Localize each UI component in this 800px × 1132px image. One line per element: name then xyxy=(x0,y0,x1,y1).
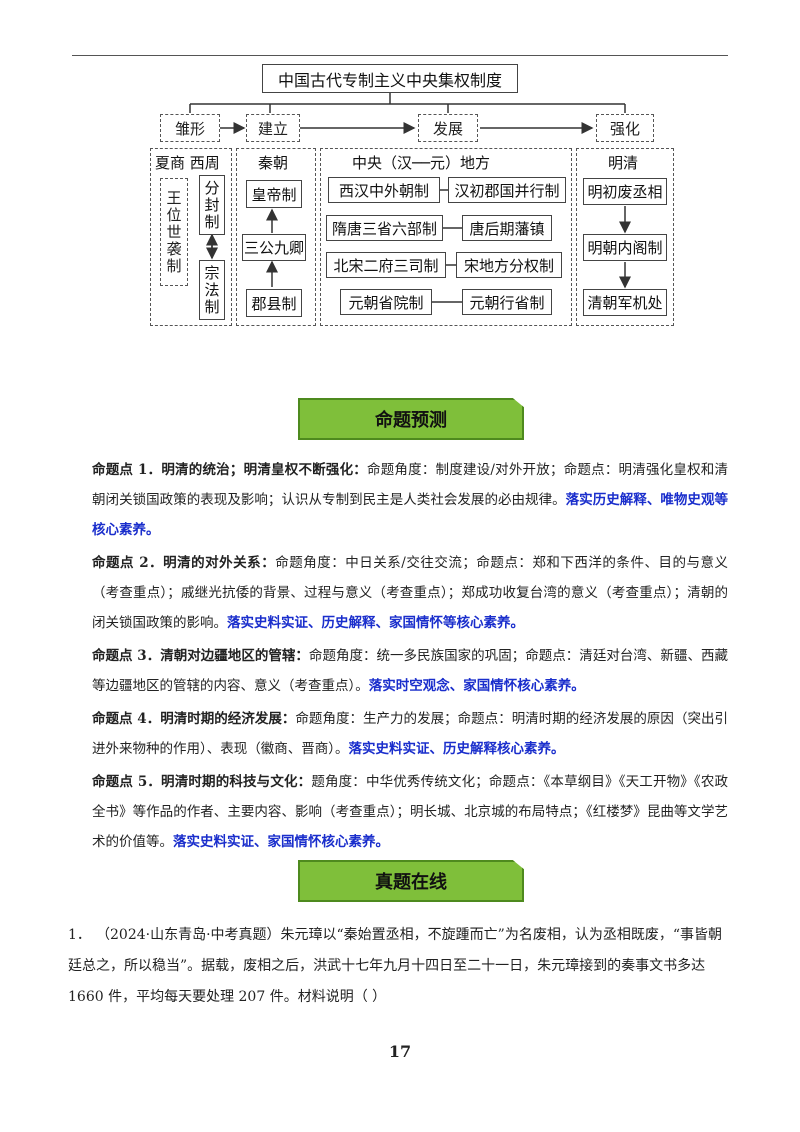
song-local-power-box: 宋地方分权制 xyxy=(456,252,562,278)
grand-council-box: 清朝军机处 xyxy=(583,289,667,316)
diagram-title: 中国古代专制主义中央集权制度 xyxy=(262,64,518,93)
point-3-head: 命题点 3．清朝对边疆地区的管辖： xyxy=(92,648,309,664)
column-xia-shang-zhou xyxy=(150,148,232,326)
page-number: 17 xyxy=(388,1042,412,1061)
banner-real-exam: 真题在线 xyxy=(298,860,524,902)
diagram-connectors xyxy=(189,93,631,303)
question-1: 1．（2024·山东青岛·中考真题）朱元璋以“秦始置丞相，不旋踵而亡”为名废相，… xyxy=(68,920,728,1013)
point-5-competency: 落实史料实证、家国情怀核心素养。 xyxy=(173,834,389,850)
point-3-body: 命题角度：统一多民族国家的巩固；命题点：清廷对台湾、新疆、西藏等边疆地区的管辖的… xyxy=(92,648,728,694)
stage-strengthened: 强化 xyxy=(596,114,654,142)
commandery-box: 郡县制 xyxy=(246,289,302,317)
point-4-body: 命题角度：生产力的发展；命题点：明清时期的经济发展的原因（突出引进外来物种的作用… xyxy=(92,711,729,757)
column-header-ming-qing: 明清 xyxy=(608,154,639,172)
three-lords-box: 三公九卿 xyxy=(242,234,306,261)
grand-secretariat-box: 明朝内阁制 xyxy=(583,234,667,261)
stage-established: 建立 xyxy=(246,114,300,142)
point-1-head: 命题点 1．明清的统治；明清皇权不断强化： xyxy=(92,462,367,478)
column-header-han-yuan: 中央（汉──元）地方 xyxy=(352,154,491,172)
column-qin xyxy=(236,148,316,326)
point-3: 命题点 3．清朝对边疆地区的管辖：命题角度：统一多民族国家的巩固；命题点：清廷对… xyxy=(92,641,728,701)
yuan-provinces-box: 元朝行省制 xyxy=(462,289,552,315)
point-5-body: 题角度：中华优秀传统文化；命题点：《本草纲目》《天工开物》《农政全书》等作品的作… xyxy=(92,774,729,850)
han-dual-system-box: 汉初郡国并行制 xyxy=(448,177,566,203)
tang-military-governors-box: 唐后期藩镇 xyxy=(462,215,552,241)
question-text: （2024·山东青岛·中考真题）朱元璋以“秦始置丞相，不旋踵而亡”为名废相，认为… xyxy=(68,927,722,1005)
hereditary-box: 王位世袭制 xyxy=(160,178,188,286)
abolish-chancellor-box: 明初废丞相 xyxy=(583,178,667,205)
point-2: 命题点 2．明清的对外关系：命题角度：中日关系/交往交流；命题点：郑和下西洋的条… xyxy=(92,548,728,638)
prediction-points: 命题点 1．明清的统治；明清皇权不断强化：命题角度：制度建设/对外开放；命题点：… xyxy=(92,455,728,860)
song-two-offices-box: 北宋二府三司制 xyxy=(326,252,446,278)
stage-embryonic: 雏形 xyxy=(160,114,220,142)
column-header-qin: 秦朝 xyxy=(258,154,289,172)
point-2-head: 命题点 2．明清的对外关系： xyxy=(92,555,276,571)
sui-tang-three-departments-box: 隋唐三省六部制 xyxy=(326,215,443,241)
point-4: 命题点 4．明清时期的经济发展：命题角度：生产力的发展；命题点：明清时期的经济发… xyxy=(92,704,728,764)
point-4-competency: 落实史料实证、历史解释核心素养。 xyxy=(348,741,565,757)
patriarchal-box: 宗法制 xyxy=(199,260,225,320)
point-1-body: 命题角度：制度建设/对外开放；命题点：明清强化皇权和清朝闭关锁国政策的表现及影响… xyxy=(92,462,728,508)
stage-developed: 发展 xyxy=(418,114,478,142)
emperor-system-box: 皇帝制 xyxy=(246,180,302,208)
question-number: 1． xyxy=(68,927,91,943)
header-rule xyxy=(72,55,728,56)
column-ming-qing xyxy=(576,148,674,326)
centralization-diagram: 中国古代专制主义中央集权制度 雏形 建立 发展 强化 夏商 西周 王位世袭制 分… xyxy=(0,0,800,340)
enfeoffment-label: 分封制 xyxy=(202,179,221,231)
point-1-competency: 落实历史解释、唯物史观等核心素养。 xyxy=(92,492,728,538)
banner-prediction: 命题预测 xyxy=(298,398,524,440)
hereditary-label: 王位世袭制 xyxy=(164,189,183,275)
point-1: 命题点 1．明清的统治；明清皇权不断强化：命题角度：制度建设/对外开放；命题点：… xyxy=(92,455,728,545)
yuan-central-box: 元朝省院制 xyxy=(340,289,432,315)
point-2-competency: 落实史料实证、历史解释、家国情怀等核心素养。 xyxy=(227,615,524,631)
point-5: 命题点 5．明清时期的科技与文化：题角度：中华优秀传统文化；命题点：《本草纲目》… xyxy=(92,767,728,857)
enfeoffment-box: 分封制 xyxy=(199,175,225,235)
patriarchal-label: 宗法制 xyxy=(202,264,221,316)
point-5-head: 命题点 5．明清时期的科技与文化： xyxy=(92,774,312,790)
han-inner-outer-court-box: 西汉中外朝制 xyxy=(328,177,440,203)
column-han-yuan xyxy=(320,148,572,326)
point-2-body: 命题角度：中日关系/交往交流；命题点：郑和下西洋的条件、目的与意义（考查重点）；… xyxy=(92,555,728,631)
point-3-competency: 落实时空观念、家国情怀核心素养。 xyxy=(368,678,585,694)
point-4-head: 命题点 4．明清时期的经济发展： xyxy=(92,711,296,727)
column-header-xia-shang-zhou: 夏商 西周 xyxy=(155,154,220,172)
